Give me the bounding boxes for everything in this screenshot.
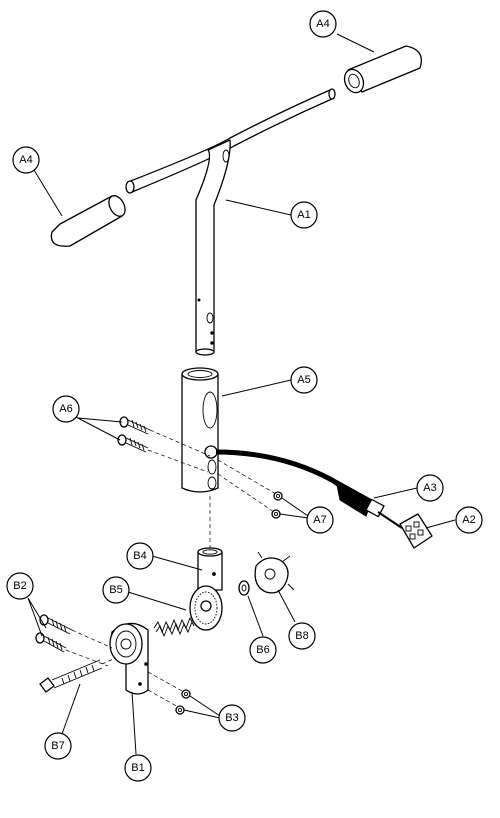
adjustment-knob-b8	[254, 551, 295, 594]
callout-label: A3	[423, 482, 436, 494]
callout-a1: A1	[290, 201, 318, 229]
callout-label: A7	[313, 514, 326, 526]
swivel-bracket-b4	[189, 547, 223, 631]
callout-label: A4	[316, 18, 329, 30]
handgrip-left-a4	[50, 195, 126, 247]
callout-a4-left: A4	[12, 146, 40, 174]
callout-b2: B2	[6, 572, 34, 600]
callout-b4: B4	[126, 542, 154, 570]
lower-bracket-b1	[109, 622, 149, 695]
callout-label: B8	[295, 630, 308, 642]
callout-label: A2	[462, 514, 475, 526]
callout-label: A6	[59, 403, 72, 415]
callout-label: A4	[19, 154, 32, 166]
callout-label: B3	[225, 712, 238, 724]
handgrip-top-a4	[343, 45, 423, 94]
callout-label: A5	[297, 374, 310, 386]
wiring-harness-a3	[215, 449, 403, 529]
spring-b5	[153, 616, 195, 638]
callout-a5: A5	[290, 366, 318, 394]
callout-b3: B3	[218, 704, 246, 732]
callout-label: B4	[133, 550, 146, 562]
callout-label: B1	[131, 762, 144, 774]
callout-label: B6	[256, 644, 269, 656]
callout-b7: B7	[44, 732, 72, 760]
bolt-b7	[39, 657, 117, 693]
callout-b8: B8	[288, 622, 316, 650]
callout-label: B7	[51, 740, 64, 752]
washer-b6	[238, 580, 250, 596]
nuts-b3	[147, 671, 191, 715]
callout-label: B5	[109, 584, 122, 596]
callout-a3: A3	[416, 474, 444, 502]
callout-b1: B1	[124, 754, 152, 782]
callout-label: A1	[297, 209, 310, 221]
leader-lines	[27, 33, 456, 755]
callout-a6: A6	[52, 395, 80, 423]
callout-a2: A2	[455, 506, 483, 534]
callout-a4-top: A4	[309, 10, 337, 38]
handlebar-tube-a1	[125, 88, 336, 356]
connector-plug-a2	[399, 513, 433, 549]
callout-label: B2	[13, 580, 26, 592]
callout-b6: B6	[249, 636, 277, 664]
screws-b2	[35, 614, 113, 667]
callout-a7: A7	[306, 506, 334, 534]
callout-b5: B5	[102, 576, 130, 604]
stem-collar-a5	[181, 367, 219, 493]
screws-a6	[117, 416, 211, 473]
nuts-a7	[217, 459, 283, 519]
